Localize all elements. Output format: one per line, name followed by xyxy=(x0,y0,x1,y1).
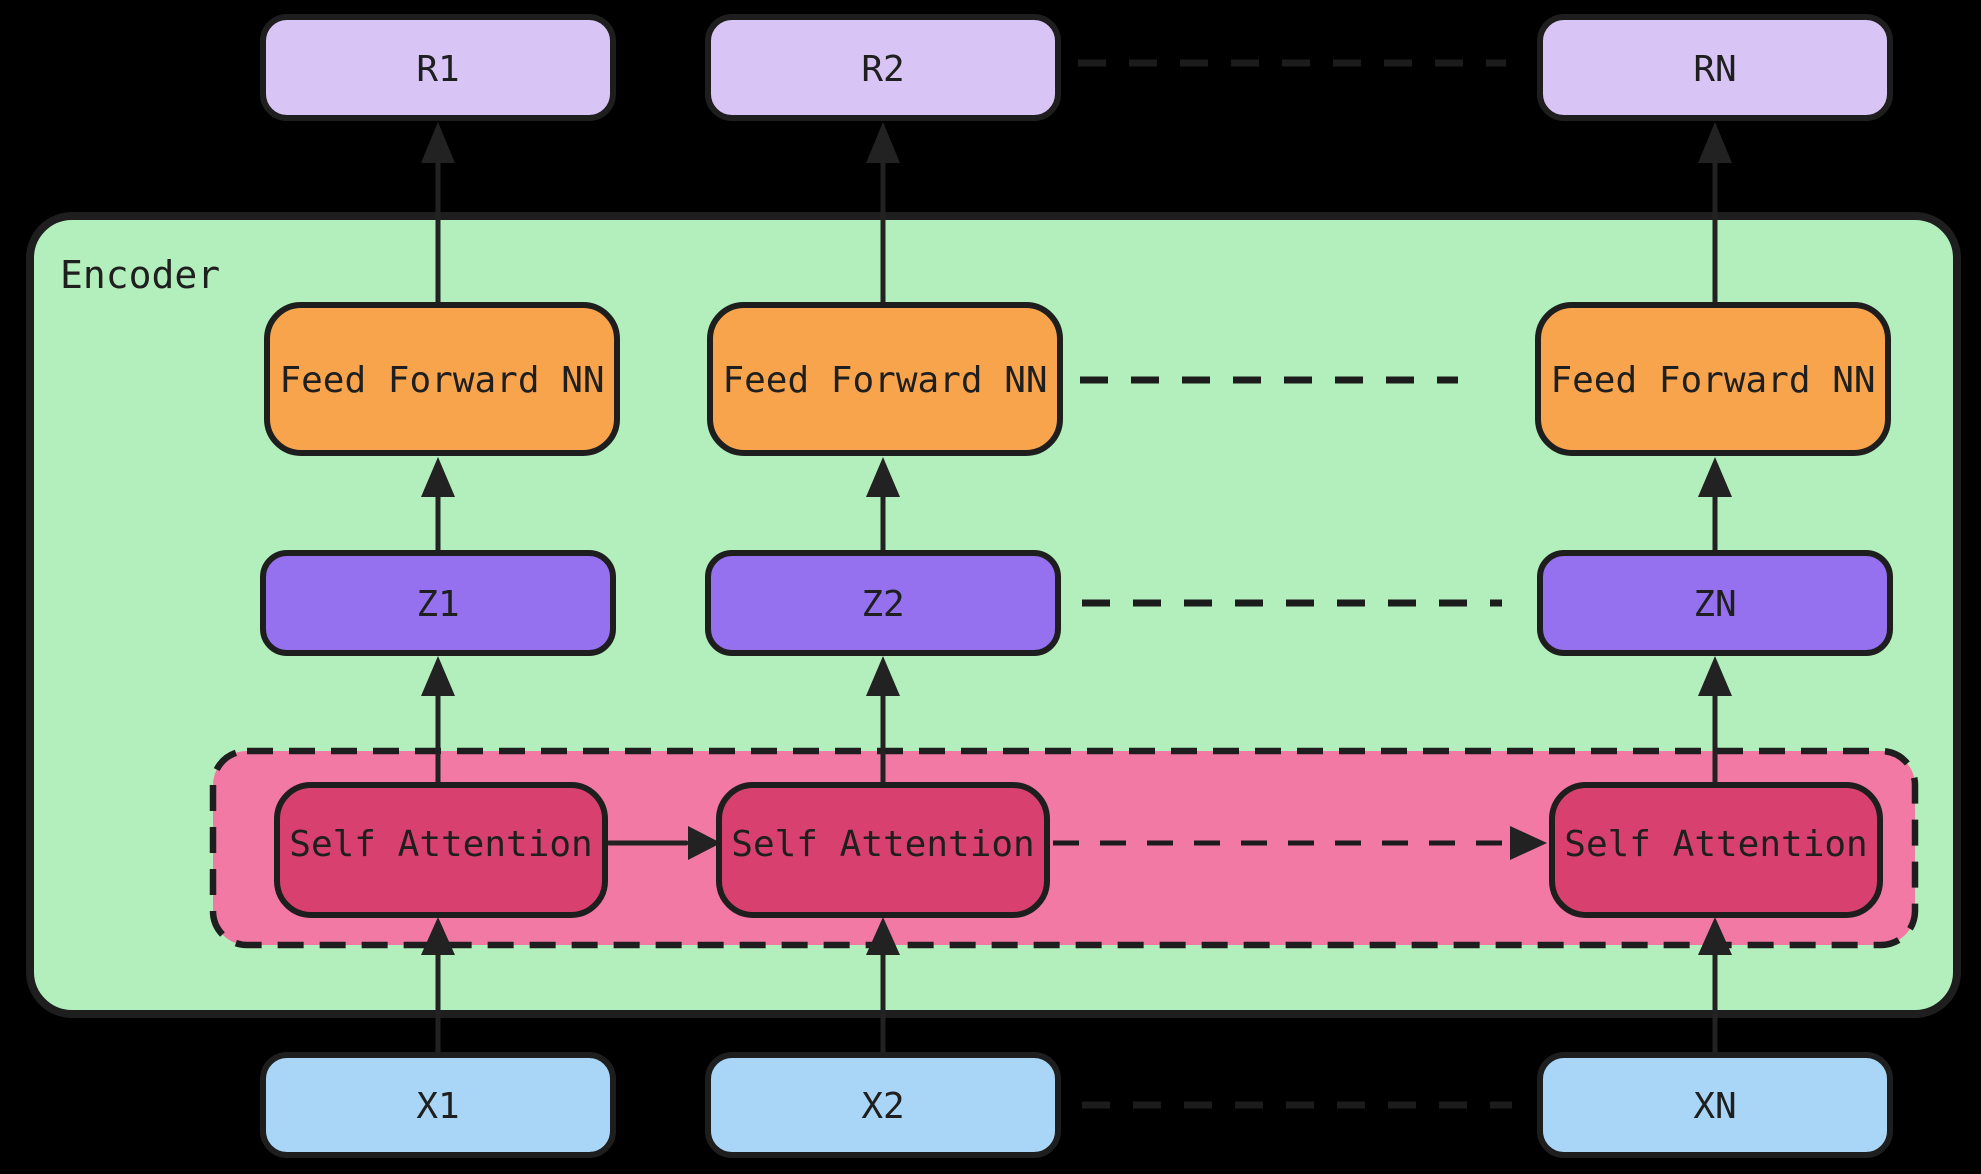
arrow-z2-to-ff2 xyxy=(866,457,900,554)
node-z1: Z1 xyxy=(260,550,616,656)
node-z2-label: Z2 xyxy=(861,584,904,625)
arrow-x2-to-sa2 xyxy=(866,917,900,1056)
node-x1: X1 xyxy=(260,1052,616,1158)
node-x1-label: X1 xyxy=(416,1086,459,1127)
node-z2: Z2 xyxy=(705,550,1061,656)
dashed-arrow-sa2-to-san xyxy=(1053,826,1547,860)
node-sa1-label: Self Attention xyxy=(289,824,592,865)
node-r2-label: R2 xyxy=(861,49,904,90)
node-x2: X2 xyxy=(705,1052,1061,1158)
node-sa2-label: Self Attention xyxy=(731,824,1034,865)
self-attention-group-container xyxy=(209,747,1919,949)
node-zn-label: ZN xyxy=(1693,584,1736,625)
node-ff1-label: Feed Forward NN xyxy=(279,360,604,401)
arrow-ff2-to-r2 xyxy=(866,122,900,306)
arrow-sa1-to-sa2 xyxy=(606,826,721,860)
arrow-z1-to-ff1 xyxy=(421,457,455,554)
node-ffn: Feed Forward NN xyxy=(1535,302,1891,456)
arrow-sa2-to-z2 xyxy=(866,656,900,786)
node-xn-label: XN xyxy=(1693,1086,1736,1127)
node-ff2: Feed Forward NN xyxy=(707,302,1063,456)
node-r2: R2 xyxy=(705,14,1061,121)
node-r1-label: R1 xyxy=(416,49,459,90)
arrow-x1-to-sa1 xyxy=(421,917,455,1056)
node-ff1: Feed Forward NN xyxy=(264,302,620,456)
node-xn: XN xyxy=(1537,1052,1893,1158)
node-sa1: Self Attention xyxy=(274,782,608,918)
arrow-san-to-zn xyxy=(1698,656,1732,786)
node-x2-label: X2 xyxy=(861,1086,904,1127)
node-r1: R1 xyxy=(260,14,616,121)
node-ffn-label: Feed Forward NN xyxy=(1550,360,1875,401)
encoder-label: Encoder xyxy=(60,253,220,297)
node-ff2-label: Feed Forward NN xyxy=(722,360,1047,401)
node-san: Self Attention xyxy=(1549,782,1883,918)
arrow-xn-to-san xyxy=(1698,917,1732,1056)
node-san-label: Self Attention xyxy=(1564,824,1867,865)
node-zn: ZN xyxy=(1537,550,1893,656)
arrow-sa1-to-z1 xyxy=(421,656,455,786)
node-z1-label: Z1 xyxy=(416,584,459,625)
arrow-ff1-to-r1 xyxy=(421,122,455,306)
arrow-zn-to-ffn xyxy=(1698,457,1732,554)
node-rn-label: RN xyxy=(1693,49,1736,90)
arrow-ffn-to-rn xyxy=(1698,122,1732,306)
node-sa2: Self Attention xyxy=(716,782,1050,918)
node-rn: RN xyxy=(1537,14,1893,121)
